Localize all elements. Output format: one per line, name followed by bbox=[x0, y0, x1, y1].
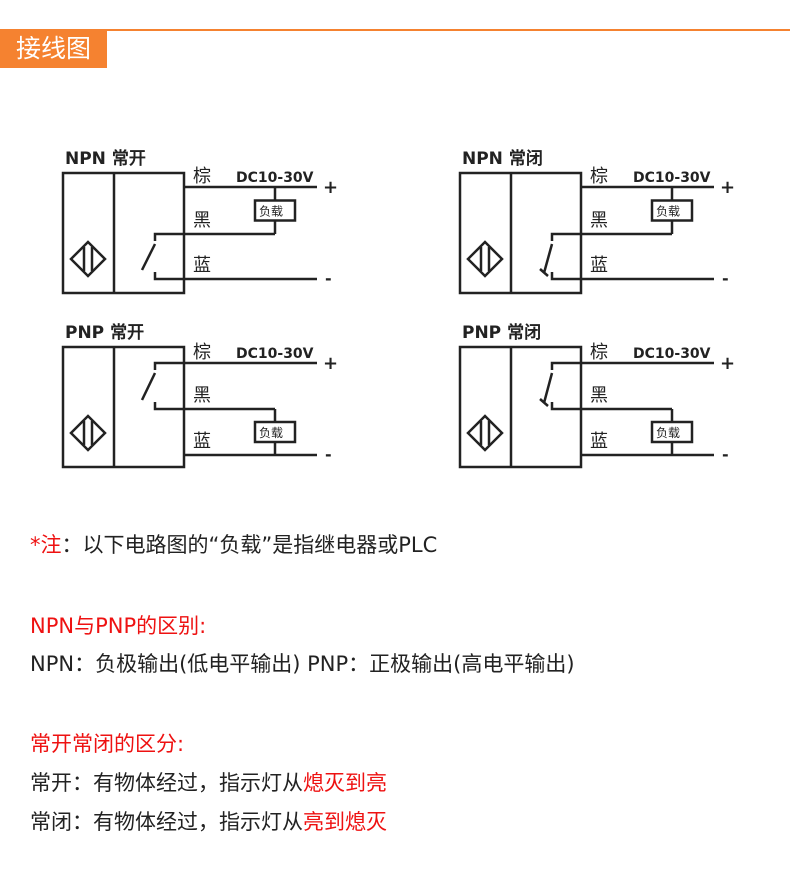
nonc-title: 常开常闭的区分: bbox=[30, 732, 185, 756]
nc-text: 常闭：有物体经过，指示灯从亮到熄灭 bbox=[30, 809, 387, 835]
switch-lead bbox=[153, 272, 184, 281]
switch-lead bbox=[550, 361, 581, 370]
voltage-label: DC10-30V bbox=[236, 346, 314, 362]
switch-lead bbox=[153, 232, 184, 241]
diagram-npn-nc: NPN 常闭棕 DC10-30V + - 黑蓝 负载 bbox=[458, 148, 735, 295]
switch-lead bbox=[550, 232, 581, 241]
diagram-title: NPN 常闭 bbox=[462, 148, 543, 169]
brown-label: 棕 bbox=[590, 342, 608, 363]
load-label: 负载 bbox=[259, 205, 283, 219]
no-text: 常开：有物体经过，指示灯从熄灭到亮 bbox=[30, 770, 387, 796]
sensor-icon bbox=[466, 414, 504, 452]
sensor-body bbox=[61, 345, 186, 469]
load-box bbox=[650, 420, 694, 444]
switch-contact-tick bbox=[539, 398, 549, 407]
brown-label: 棕 bbox=[193, 342, 211, 363]
nc-highlight: 亮到熄灭 bbox=[303, 810, 387, 834]
minus-label: - bbox=[722, 269, 729, 288]
load-box bbox=[253, 420, 297, 444]
minus-label: - bbox=[325, 445, 332, 464]
no-prefix: 常开：有物体经过，指示灯从 bbox=[30, 771, 303, 795]
load-label: 负载 bbox=[259, 426, 283, 440]
switch-lead bbox=[153, 402, 184, 411]
load-box bbox=[253, 199, 297, 222]
diagram-title: PNP 常闭 bbox=[462, 322, 541, 343]
diagram-title: PNP 常开 bbox=[65, 322, 144, 343]
black-label: 黑 bbox=[590, 385, 608, 406]
diagram-pnp-nc: PNP 常闭棕 DC10-30V + - 黑蓝 负载 bbox=[458, 322, 735, 469]
sensor-icon bbox=[69, 240, 107, 278]
plus-label: + bbox=[720, 353, 735, 374]
switch-lead bbox=[550, 402, 581, 411]
load-label: 负载 bbox=[656, 205, 680, 219]
black-label: 黑 bbox=[193, 210, 211, 231]
diagram-npn-no: NPN 常开棕 DC10-30V + - 黑蓝 负载 bbox=[61, 148, 338, 295]
sensor-body bbox=[458, 345, 583, 469]
plus-label: + bbox=[323, 353, 338, 374]
plus-label: + bbox=[720, 177, 735, 198]
note-text: ：以下电路图的“负载”是指继电器或PLC bbox=[61, 533, 438, 557]
nc-prefix: 常闭：有物体经过，指示灯从 bbox=[30, 810, 303, 834]
note-line: *注：以下电路图的“负载”是指继电器或PLC bbox=[30, 532, 437, 558]
sensor-icon bbox=[466, 240, 504, 278]
plus-label: + bbox=[323, 177, 338, 198]
no-highlight: 熄灭到亮 bbox=[303, 771, 387, 795]
voltage-label: DC10-30V bbox=[236, 170, 314, 186]
switch-contact-closed bbox=[542, 372, 554, 404]
black-label: 黑 bbox=[590, 210, 608, 231]
voltage-label: DC10-30V bbox=[633, 170, 711, 186]
diff-title: NPN与PNP的区别: bbox=[30, 614, 207, 638]
black-label: 黑 bbox=[193, 385, 211, 406]
switch-contact-open bbox=[140, 243, 157, 271]
switch-lead bbox=[550, 272, 581, 281]
note-mark: *注 bbox=[30, 533, 62, 557]
section-title: 接线图 bbox=[0, 29, 107, 68]
switch-contact-open bbox=[140, 372, 157, 401]
switch-contact-closed bbox=[542, 243, 554, 274]
diagram-pnp-no: PNP 常开棕 DC10-30V + - 黑蓝 负载 bbox=[61, 322, 338, 469]
blue-label: 蓝 bbox=[590, 255, 608, 276]
voltage-label: DC10-30V bbox=[633, 346, 711, 362]
diff-text: NPN：负极输出(低电平输出) PNP：正极输出(高电平输出) bbox=[30, 652, 575, 676]
blue-label: 蓝 bbox=[193, 255, 211, 276]
switch-lead bbox=[153, 361, 184, 370]
diagram-title: NPN 常开 bbox=[65, 148, 146, 169]
load-label: 负载 bbox=[656, 426, 680, 440]
switch-contact-tick bbox=[539, 268, 549, 277]
brown-label: 棕 bbox=[590, 166, 608, 187]
load-box bbox=[650, 199, 694, 222]
sensor-icon bbox=[69, 414, 107, 452]
header-rule bbox=[0, 29, 790, 31]
blue-label: 蓝 bbox=[193, 431, 211, 452]
minus-label: - bbox=[325, 269, 332, 288]
minus-label: - bbox=[722, 445, 729, 464]
brown-label: 棕 bbox=[193, 166, 211, 187]
blue-label: 蓝 bbox=[590, 431, 608, 452]
